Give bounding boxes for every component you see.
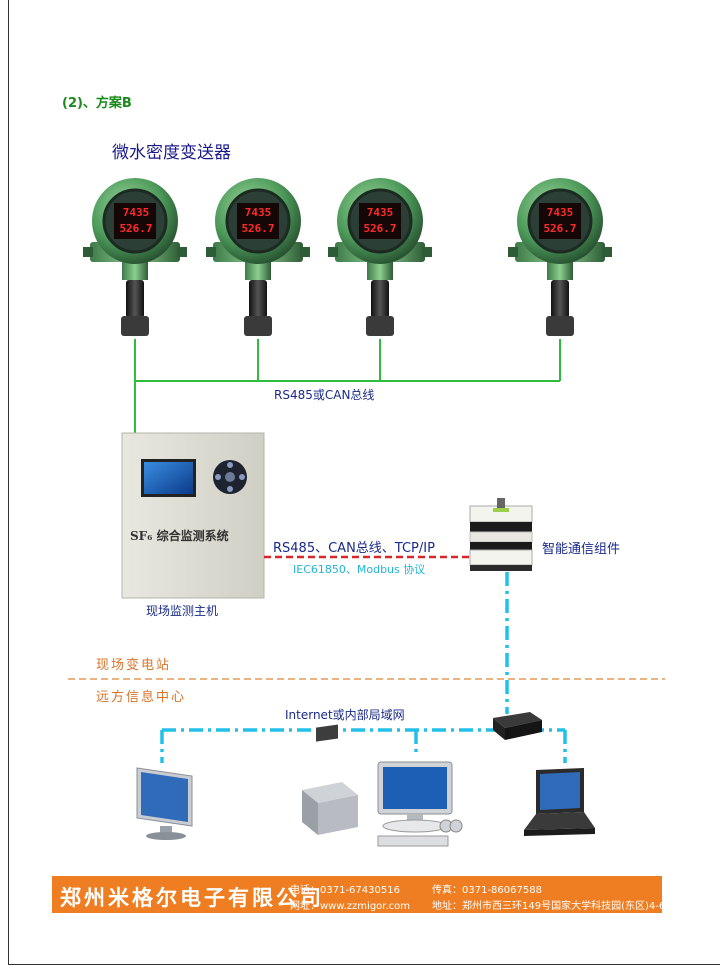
transmitter-2 (204, 176, 312, 338)
host-cabinet (121, 432, 265, 599)
protocol-label: RS485、CAN总线、TCP/IP (273, 541, 435, 556)
page-border-left (8, 0, 9, 965)
footer-web: 网址：www.zzmigor.com (290, 901, 411, 912)
bus-label: RS485或CAN总线 (274, 388, 375, 402)
lcd-monitor (136, 767, 193, 840)
display-bottom-value: 526.7 (363, 222, 397, 235)
display-bottom-value: 526.7 (543, 222, 577, 235)
display-top-value: 7435 (366, 206, 394, 219)
protocol-label-2: IEC61850、Modbus 协议 (293, 563, 426, 576)
host-caption: 现场监测主机 (146, 604, 219, 618)
section-title: (2)、方案B (62, 96, 132, 111)
comm-module (469, 498, 533, 571)
transmitter-4 (506, 176, 614, 338)
footer-address: 地址：郑州市西三环149号国家大学科技园(东区)4-6-3 (432, 901, 676, 912)
network-label: Internet或内部局域网 (285, 708, 405, 722)
transmitter-2-display: 7435 526.7 (238, 205, 278, 237)
footer-phone: 电话：0371-67430516 (290, 885, 400, 896)
transmitter-3-display: 7435 526.7 (360, 205, 400, 237)
host-panel-label: SF₆ 综合监测系统 (130, 529, 229, 543)
comm-module-label: 智能通信组件 (542, 542, 621, 557)
display-top-value: 7435 (244, 206, 272, 219)
display-bottom-value: 526.7 (241, 222, 275, 235)
transmitter-4-display: 7435 526.7 (540, 205, 580, 237)
transmitter-3 (326, 176, 434, 338)
laptop (524, 768, 595, 836)
display-top-value: 7435 (122, 206, 150, 219)
display-top-value: 7435 (546, 206, 574, 219)
green-bus (134, 339, 561, 433)
footer-banner: 郑州米格尔电子有限公司 电话：0371-67430516 传真：0371-860… (52, 876, 675, 913)
printer (302, 724, 358, 835)
network-switch (493, 712, 542, 740)
desktop-pc (377, 761, 463, 847)
company-name: 郑州米格尔电子有限公司 (60, 886, 324, 910)
zone-site-label: 现场变电站 (96, 658, 172, 673)
zone-remote-label: 远方信息中心 (96, 690, 187, 705)
page-border-bottom (8, 964, 720, 965)
transmitter-1-display: 7435 526.7 (116, 205, 156, 237)
footer-fax: 传真：0371-86067588 (432, 885, 542, 896)
display-bottom-value: 526.7 (119, 222, 153, 235)
transmitter-1 (81, 176, 189, 338)
transmitter-heading: 微水密度变送器 (112, 143, 231, 163)
